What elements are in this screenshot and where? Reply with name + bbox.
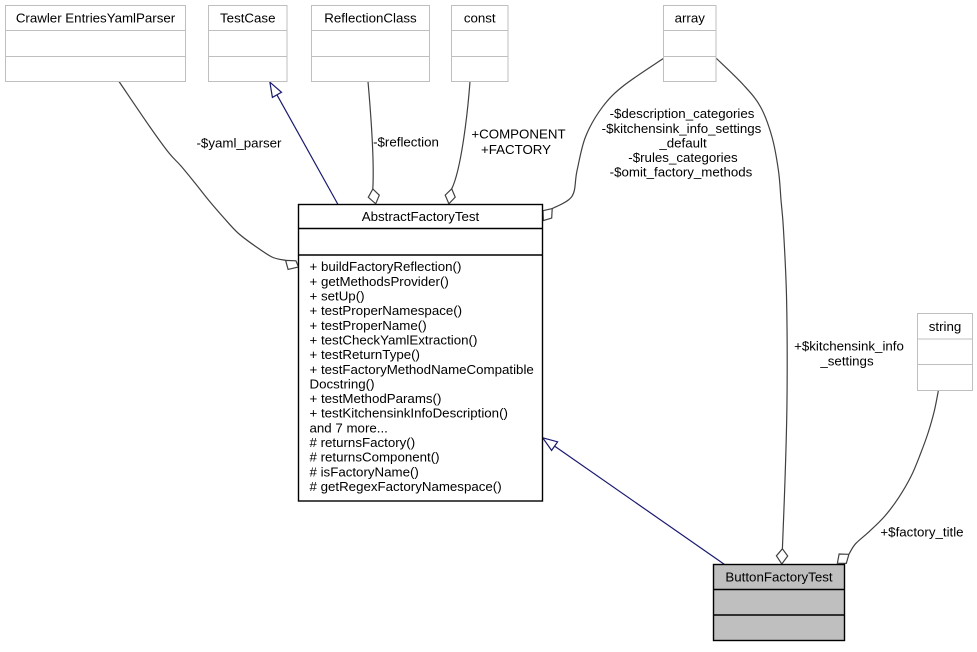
svg-text:+ buildFactoryReflection(): + buildFactoryReflection() [310,259,462,274]
svg-text:array: array [675,11,706,26]
svg-text:string: string [929,319,962,334]
svg-text:const: const [464,11,496,26]
svg-text:ButtonFactoryTest: ButtonFactoryTest [725,570,832,585]
svg-text:+ testCheckYamlExtraction(): + testCheckYamlExtraction() [310,332,478,347]
svg-text:Docstring(): Docstring() [310,376,375,391]
svg-text:+COMPONENT: +COMPONENT [471,127,565,142]
svg-text:+ testKitchensinkInfoDescripti: + testKitchensinkInfoDescription() [310,406,508,421]
svg-text:+$kitchensink_info: +$kitchensink_info [794,339,904,354]
svg-text:-$description_categories: -$description_categories [610,106,755,121]
svg-text:-$reflection: -$reflection [373,135,439,150]
svg-text:_default: _default [658,135,707,150]
svg-text:+ getMethodsProvider(): + getMethodsProvider() [310,274,449,289]
svg-text:-$kitchensink_info_settings: -$kitchensink_info_settings [602,121,762,136]
svg-text:-$omit_factory_methods: -$omit_factory_methods [610,165,753,180]
svg-text:+ testProperNamespace(): + testProperNamespace() [310,303,463,318]
svg-text:+ testMethodParams(): + testMethodParams() [310,391,442,406]
svg-text:TestCase: TestCase [220,11,275,26]
svg-text:Crawler EntriesYamlParser: Crawler EntriesYamlParser [16,11,176,26]
svg-text:-$yaml_parser: -$yaml_parser [197,135,283,150]
svg-text:AbstractFactoryTest: AbstractFactoryTest [362,209,480,224]
svg-text:ReflectionClass: ReflectionClass [324,11,417,26]
svg-text:# isFactoryName(): # isFactoryName() [310,464,419,479]
svg-text:+FACTORY: +FACTORY [481,142,551,157]
svg-text:# returnsComponent(): # returnsComponent() [310,450,440,465]
svg-text:+ testReturnType(): + testReturnType() [310,347,421,362]
svg-text:+ setUp(): + setUp() [310,289,365,304]
svg-text:# returnsFactory(): # returnsFactory() [310,435,416,450]
svg-text:+ testProperName(): + testProperName() [310,318,427,333]
svg-text:# getRegexFactoryNamespace(): # getRegexFactoryNamespace() [310,479,502,494]
svg-text:_settings: _settings [819,353,874,368]
svg-text:and 7 more...: and 7 more... [310,420,388,435]
svg-text:+$factory_title: +$factory_title [880,525,963,540]
svg-text:+ testFactoryMethodNameCompati: + testFactoryMethodNameCompatible [310,362,534,377]
svg-text:-$rules_categories: -$rules_categories [628,150,738,165]
